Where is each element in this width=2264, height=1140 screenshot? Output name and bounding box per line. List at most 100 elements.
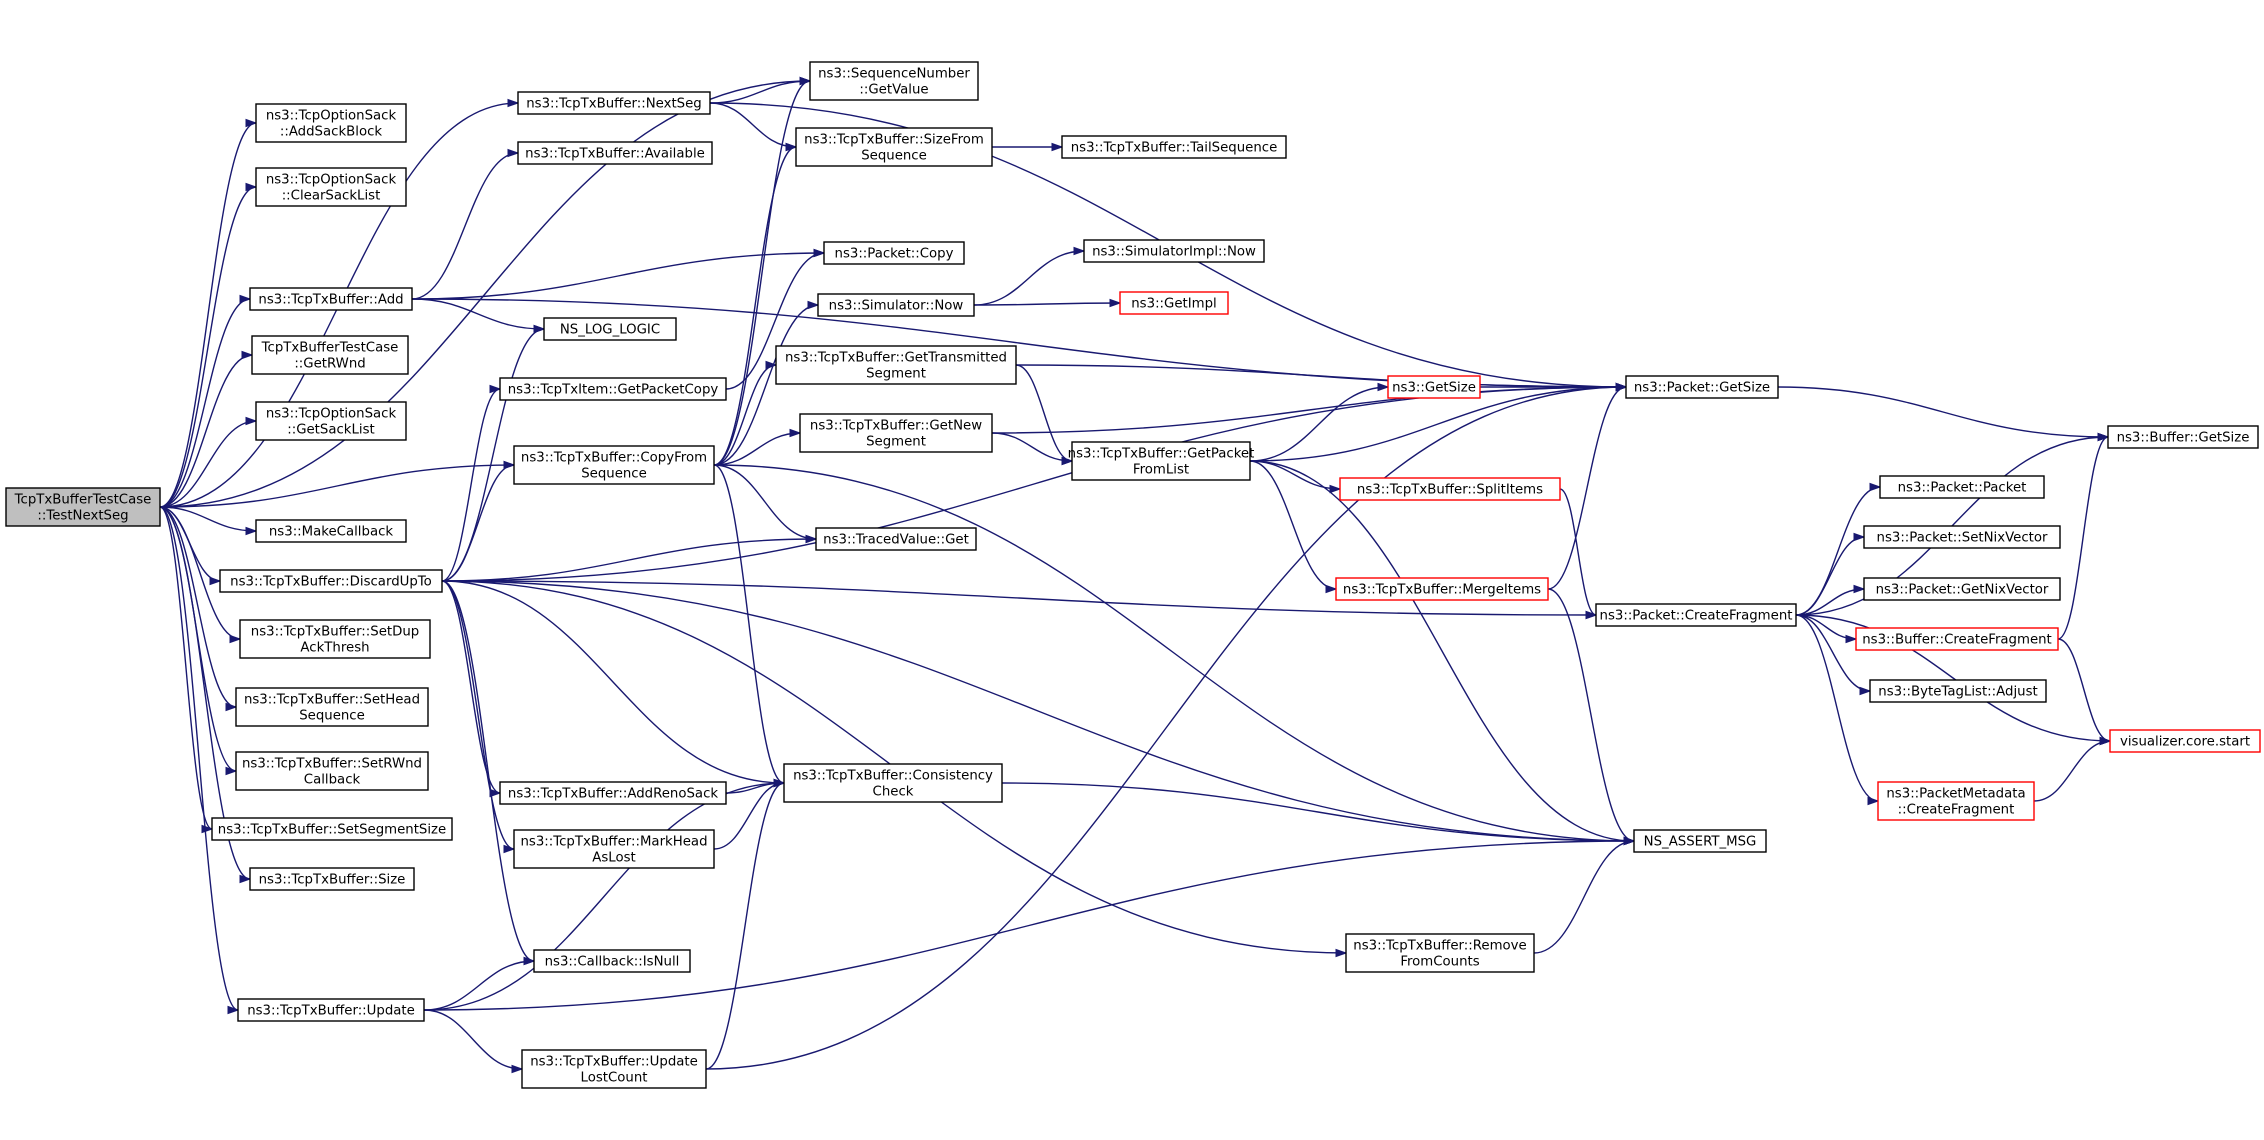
node-box: [239, 619, 431, 659]
function-node-set-nix-vector[interactable]: ns3::Packet::SetNixVector: [1863, 525, 2061, 549]
node-label: ns3::TcpTxBuffer::SetSegmentSize: [218, 823, 446, 838]
arrowhead: [1073, 246, 1086, 256]
call-edge-line: [441, 580, 785, 784]
node-box: [1061, 135, 1287, 159]
call-edge-line: [159, 122, 257, 508]
node-box: [1071, 441, 1251, 481]
node-label: ns3::GetImpl: [1131, 297, 1216, 312]
call-edge: [1795, 532, 1866, 616]
call-edge: [1249, 460, 1636, 846]
function-node-add[interactable]: ns3::TcpTxBuffer::Add: [249, 287, 413, 311]
node-label: ns3::TcpOptionSack: [266, 109, 397, 124]
function-node-next-seg[interactable]: ns3::TcpTxBuffer::NextSeg: [517, 91, 711, 115]
node-label: ns3::TcpTxBuffer::Add: [258, 293, 403, 308]
function-node-add-reno-sack[interactable]: ns3::TcpTxBuffer::AddRenoSack: [499, 781, 727, 805]
call-edge-line: [1795, 614, 2111, 742]
node-label: ns3::GetSize: [1392, 381, 1476, 396]
arrowhead: [1109, 298, 1122, 308]
call-edge-line: [1795, 614, 1879, 802]
function-node-tail-sequence[interactable]: ns3::TcpTxBuffer::TailSequence: [1061, 135, 1287, 159]
function-node-metadata-create-fragment[interactable]: ns3::PacketMetadata::CreateFragment: [1877, 781, 2035, 821]
call-edge-line: [2057, 638, 2111, 742]
node-box: [517, 91, 711, 115]
function-node-ns-log-logic[interactable]: NS_LOG_LOGIC: [543, 317, 677, 341]
function-node-get-r-wnd[interactable]: TcpTxBufferTestCase::GetRWnd: [251, 335, 409, 375]
call-edge: [973, 298, 1122, 308]
function-node-get-sack-list[interactable]: ns3::TcpOptionSack::GetSackList: [255, 401, 407, 441]
node-box: [255, 167, 407, 207]
function-node-discard-up-to[interactable]: ns3::TcpTxBuffer::DiscardUpTo: [219, 569, 443, 593]
node-label: ::AddSackBlock: [280, 125, 383, 140]
function-node-create-fragment[interactable]: ns3::Packet::CreateFragment: [1595, 603, 1797, 627]
function-node-get-impl[interactable]: ns3::GetImpl: [1119, 291, 1229, 315]
function-node-get-size-fn[interactable]: ns3::GetSize: [1387, 375, 1481, 399]
call-edge: [159, 460, 516, 508]
function-node-traced-value-get[interactable]: ns3::TracedValue::Get: [815, 527, 977, 551]
function-node-set-segment-size[interactable]: ns3::TcpTxBuffer::SetSegmentSize: [211, 817, 453, 841]
function-node-merge-items[interactable]: ns3::TcpTxBuffer::MergeItems: [1335, 577, 1549, 601]
function-node-root[interactable]: TcpTxBufferTestCase::TestNextSeg: [5, 487, 161, 527]
function-node-packet-copy[interactable]: ns3::Packet::Copy: [823, 241, 965, 265]
call-edge: [1795, 614, 1880, 806]
arrowhead: [1867, 796, 1880, 806]
call-edge-line: [411, 152, 519, 300]
node-label: ns3::TcpTxBuffer::DiscardUpTo: [230, 575, 432, 590]
node-label: ::GetSackList: [287, 423, 375, 438]
function-node-visualizer-start[interactable]: visualizer.core.start: [2109, 729, 2261, 753]
function-node-add-sack-block[interactable]: ns3::TcpOptionSack::AddSackBlock: [255, 103, 407, 143]
function-node-available[interactable]: ns3::TcpTxBuffer::Available: [517, 141, 713, 165]
node-box: [255, 401, 407, 441]
function-node-split-items[interactable]: ns3::TcpTxBuffer::SplitItems: [1339, 477, 1561, 501]
function-node-size[interactable]: ns3::TcpTxBuffer::Size: [249, 867, 415, 891]
node-label: ::ClearSackList: [282, 189, 381, 204]
function-node-byte-tag-list-adjust[interactable]: ns3::ByteTagList::Adjust: [1869, 679, 2047, 703]
function-node-make-callback[interactable]: ns3::MakeCallback: [255, 519, 407, 543]
function-node-seq-get-value[interactable]: ns3::SequenceNumber::GetValue: [809, 61, 979, 101]
arrowhead: [245, 182, 258, 192]
node-label: ns3::TcpTxBuffer::Remove: [1353, 939, 1526, 954]
node-label: ns3::TcpTxBuffer::SplitItems: [1357, 483, 1543, 498]
function-node-clear-sack-list[interactable]: ns3::TcpOptionSack::ClearSackList: [255, 167, 407, 207]
node-label: ::TestNextSeg: [37, 509, 128, 524]
function-node-packet-get-size[interactable]: ns3::Packet::GetSize: [1625, 375, 1779, 399]
function-node-ns-assert-msg[interactable]: NS_ASSERT_MSG: [1633, 829, 1767, 853]
function-node-update[interactable]: ns3::TcpTxBuffer::Update: [237, 998, 425, 1022]
node-label: ns3::SequenceNumber: [818, 67, 970, 82]
call-edge-line: [1249, 460, 1341, 490]
node-box: [783, 763, 1003, 803]
node-box: [235, 751, 429, 791]
function-node-buffer-get-size[interactable]: ns3::Buffer::GetSize: [2107, 425, 2259, 449]
arrowhead: [523, 956, 536, 966]
call-edge: [441, 534, 818, 582]
arrowhead: [1615, 382, 1628, 392]
function-node-is-null[interactable]: ns3::Callback::IsNull: [533, 949, 691, 973]
function-node-sim-impl-now[interactable]: ns3::SimulatorImpl::Now: [1083, 239, 1265, 263]
function-node-get-packet-copy[interactable]: ns3::TcpTxItem::GetPacketCopy: [499, 377, 727, 401]
node-label: Segment: [866, 367, 926, 382]
arrowhead: [1859, 686, 1872, 696]
call-edge: [423, 1009, 524, 1074]
function-node-buffer-create-fragment[interactable]: ns3::Buffer::CreateFragment: [1855, 627, 2059, 651]
node-label: Sequence: [581, 467, 647, 482]
call-edge-line: [411, 252, 825, 300]
node-box: [1335, 577, 1549, 601]
function-node-packet-packet[interactable]: ns3::Packet::Packet: [1879, 475, 2045, 499]
call-edge-line: [1777, 386, 2109, 438]
function-node-simulator-now[interactable]: ns3::Simulator::Now: [817, 293, 975, 317]
node-box: [775, 345, 1017, 385]
function-node-get-nix-vector[interactable]: ns3::Packet::GetNixVector: [1863, 577, 2061, 601]
call-edge: [1249, 382, 1390, 462]
node-label: Segment: [866, 435, 926, 450]
